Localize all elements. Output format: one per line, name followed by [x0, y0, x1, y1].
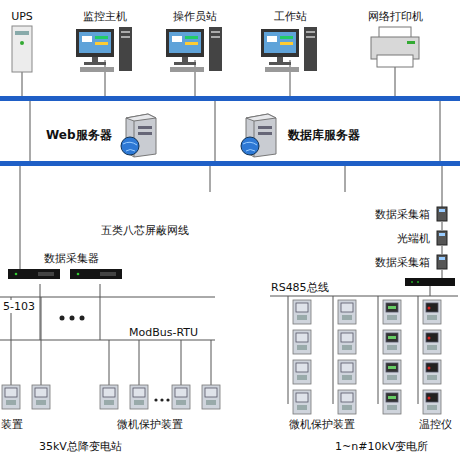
equipment-icon — [238, 112, 280, 158]
equipment-icon — [369, 25, 421, 69]
diagram-label: 1~n#10kV变电所 — [334, 440, 429, 453]
equipment-node: 数据库服务器 — [238, 112, 360, 158]
equipment-node: 网络打印机 — [368, 10, 423, 69]
equipment-node: 数据采集器 — [8, 252, 126, 281]
diagram-label: 微机保护装置 — [116, 418, 184, 431]
equipment-node: 操作员站 — [166, 10, 224, 73]
diagram-label: 5-103 — [2, 300, 36, 313]
equipment-caption: 数据采集箱 — [375, 256, 430, 269]
equipment-caption: 数据库服务器 — [288, 129, 360, 142]
equipment-caption: 数据采集器 — [44, 252, 99, 265]
connector-line — [442, 246, 443, 254]
diagram-label: 装置 — [0, 418, 24, 431]
equipment-icon — [8, 267, 126, 281]
equipment-node: Web服务器 — [46, 112, 160, 158]
diagram-label: 微机保护装置 — [288, 418, 356, 431]
equipment-node: 工作站 — [261, 10, 319, 73]
equipment-caption: Web服务器 — [46, 129, 112, 142]
diagram-label: RS485总线 — [270, 281, 330, 294]
equipment-caption: UPS — [11, 10, 33, 23]
equipment-icon — [436, 254, 448, 270]
connector-line — [442, 222, 443, 230]
equipment-icon — [166, 25, 224, 73]
equipment-caption: 工作站 — [274, 10, 307, 23]
equipment-icon — [261, 25, 319, 73]
equipment-node: 监控主机 — [76, 10, 134, 73]
equipment-node: 光端机 — [397, 230, 448, 246]
equipment-icon — [436, 206, 448, 222]
equipment-icon — [118, 112, 160, 158]
equipment-caption: 光端机 — [397, 232, 430, 245]
equipment-node: 数据采集箱 — [375, 206, 448, 222]
equipment-caption: 监控主机 — [83, 10, 127, 23]
equipment-icon — [436, 230, 448, 246]
equipment-caption: 网络打印机 — [368, 10, 423, 23]
equipment-icon — [10, 25, 34, 73]
equipment-icon — [76, 25, 134, 73]
diagram-label: ModBus-RTU — [128, 326, 199, 339]
equipment-caption: 操作员站 — [173, 10, 217, 23]
equipment-node: 数据采集箱 — [375, 254, 448, 270]
equipment-node: UPS — [10, 10, 34, 73]
diagram-label: 五类八芯屏蔽网线 — [100, 224, 190, 237]
diagram-label: 35kV总降变电站 — [38, 440, 123, 453]
equipment-caption: 数据采集箱 — [375, 208, 430, 221]
diagram-label: 温控仪 — [418, 418, 453, 431]
